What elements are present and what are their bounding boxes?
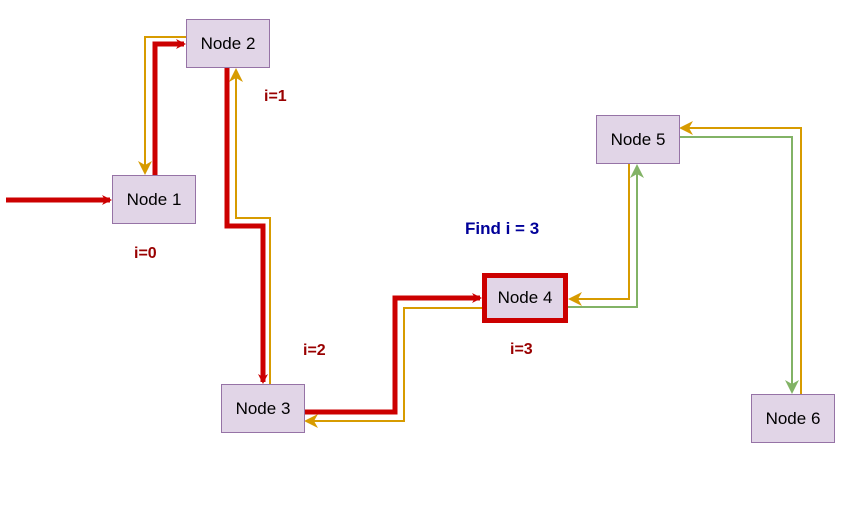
edge-n2-to-n1-prev [138, 36, 186, 175]
edge-n3-to-n2-prev [229, 68, 271, 384]
node-1-label: Node 1 [126, 189, 182, 209]
edge-n2-to-n3-traversal [224, 68, 268, 384]
node-4[interactable]: Node 4 [482, 273, 568, 323]
node-1[interactable]: Node 1 [112, 175, 196, 224]
edge-n4-to-n3-prev [304, 307, 482, 428]
index-label-node-1: i=0 [134, 245, 157, 262]
node-5[interactable]: Node 5 [596, 115, 680, 164]
node-3[interactable]: Node 3 [221, 384, 305, 433]
edge-n5-to-n6-next [679, 136, 799, 394]
index-label-node-3: i=2 [303, 342, 326, 359]
edge-n6-to-n5-prev [679, 121, 802, 394]
node-4-label: Node 4 [497, 288, 553, 307]
node-6-label: Node 6 [765, 408, 821, 428]
index-label-node-4: i=3 [510, 341, 533, 358]
node-3-label: Node 3 [235, 398, 291, 418]
edge-n1-to-n2-traversal [152, 39, 186, 175]
node-5-label: Node 5 [610, 129, 666, 149]
edge-n5-to-n4-prev [568, 164, 630, 306]
edge-n4-to-n5-next [568, 164, 644, 308]
diagram-title: Find i = 3 [465, 219, 540, 238]
node-2[interactable]: Node 2 [186, 19, 270, 68]
node-2-label: Node 2 [200, 33, 256, 53]
index-label-node-2: i=1 [264, 88, 287, 105]
node-6[interactable]: Node 6 [751, 394, 835, 443]
edge-n3-to-n4-traversal [304, 293, 482, 415]
